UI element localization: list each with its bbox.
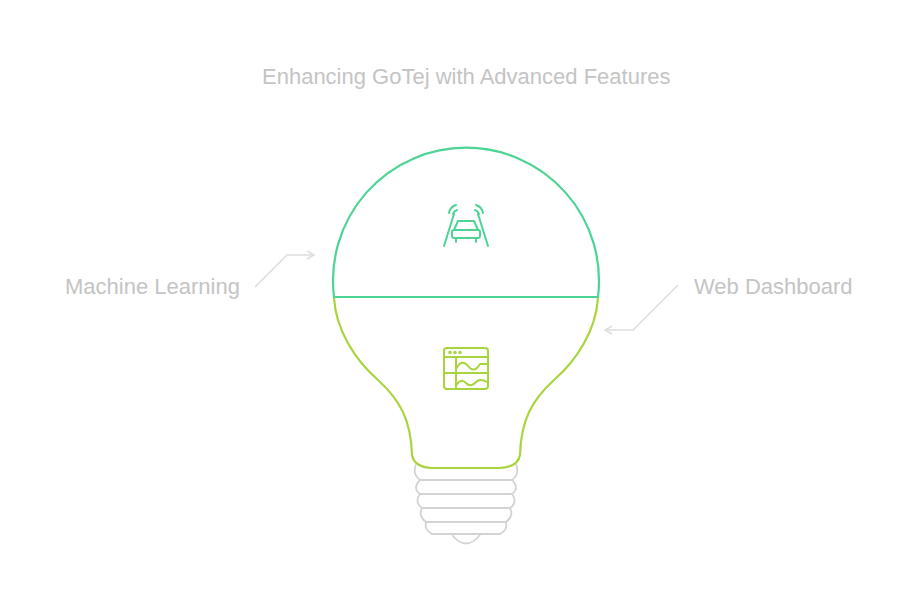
leader-line (605, 285, 678, 330)
dashboard-icon (444, 348, 488, 389)
car-sensor-icon (444, 205, 488, 246)
bulb-bottom (334, 298, 598, 468)
bulb-top (333, 148, 599, 297)
bulb-base (415, 464, 518, 544)
feature-label: Machine Learning (65, 274, 240, 300)
leader-line (255, 255, 314, 287)
feature-label: Web Dashboard (694, 274, 853, 300)
diagram-title: Enhancing GoTej with Advanced Features (262, 64, 670, 90)
